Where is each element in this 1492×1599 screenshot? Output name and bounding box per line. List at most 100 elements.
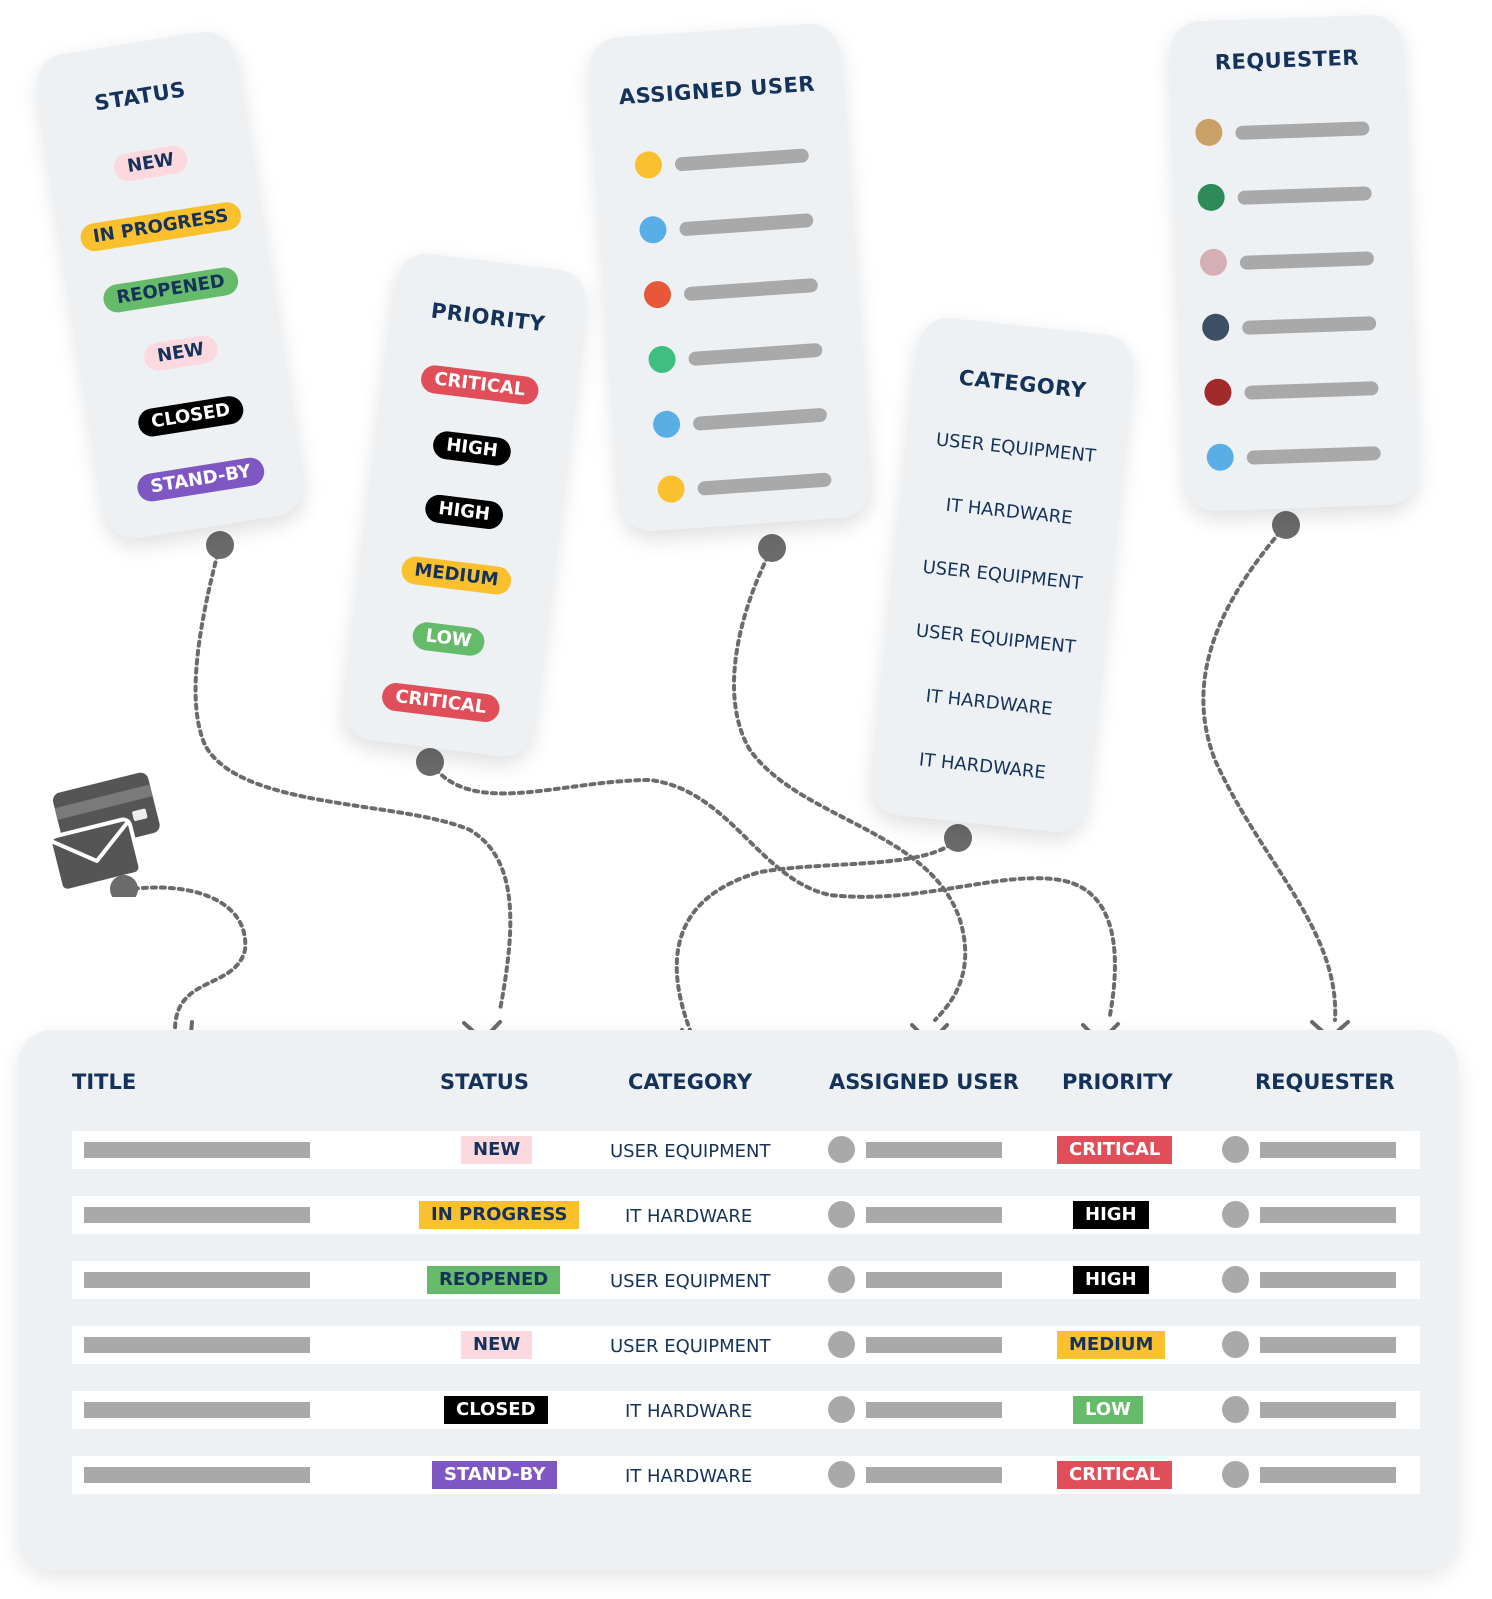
status-pill-new[interactable]: NEW <box>142 333 220 373</box>
status-pill-in-progress[interactable]: IN PROGRESS <box>78 200 244 254</box>
status-pill-reopened[interactable]: REOPENED <box>101 265 240 315</box>
assigned-user-avatar <box>828 1266 855 1293</box>
requester-item[interactable] <box>1206 437 1387 473</box>
requester-placeholder <box>1260 1207 1396 1223</box>
connector-requester <box>1201 523 1338 1022</box>
status-tag: CLOSED <box>444 1396 548 1424</box>
category-item[interactable]: USER EQUIPMENT <box>921 556 1084 595</box>
user-name-placeholder <box>683 277 819 302</box>
requester-item[interactable] <box>1204 372 1385 408</box>
priority-pill-critical[interactable]: CRITICAL <box>380 681 501 724</box>
assigned-user-item[interactable] <box>638 204 816 246</box>
category-item[interactable]: USER EQUIPMENT <box>934 429 1097 468</box>
title-placeholder <box>84 1207 310 1223</box>
assigned-user-item[interactable] <box>643 269 820 311</box>
assigned-user-placeholder <box>866 1467 1002 1483</box>
requester-avatar <box>1222 1461 1249 1488</box>
requester-placeholder <box>1260 1272 1396 1288</box>
connector-dot-category <box>944 824 972 852</box>
priority-card-item: CRITICAL <box>345 677 537 728</box>
requester-item[interactable] <box>1197 177 1378 213</box>
status-tag: NEW <box>461 1136 533 1164</box>
title-placeholder <box>84 1337 310 1353</box>
table-row[interactable]: CLOSED IT HARDWARE LOW <box>72 1391 1420 1429</box>
connector-status <box>193 543 513 1012</box>
requester-avatar <box>1222 1396 1249 1423</box>
assigned-user-avatar <box>828 1201 855 1228</box>
category-cell: IT HARDWARE <box>625 1401 753 1422</box>
user-avatar-dot <box>656 474 686 504</box>
table-row[interactable]: NEW USER EQUIPMENT MEDIUM <box>72 1326 1420 1364</box>
category-cell: USER EQUIPMENT <box>610 1271 771 1292</box>
connector-category <box>674 836 960 1032</box>
category-item[interactable]: IT HARDWARE <box>924 685 1054 720</box>
email-and-card-icon <box>48 772 160 897</box>
column-header-title[interactable]: TITLE <box>72 1070 137 1094</box>
assigned-user-card-title: ASSIGNED USER <box>618 71 816 110</box>
requester-name-placeholder <box>1241 316 1377 335</box>
requester-item[interactable] <box>1199 242 1380 278</box>
requester-avatar-dot <box>1206 443 1235 472</box>
title-placeholder <box>84 1467 310 1483</box>
user-avatar-dot <box>638 215 668 245</box>
requester-item[interactable] <box>1201 307 1383 343</box>
connector-email <box>123 885 248 1032</box>
user-avatar-dot <box>634 150 663 180</box>
priority-pill-medium[interactable]: MEDIUM <box>399 554 513 597</box>
assigned-user-avatar <box>828 1331 855 1358</box>
requester-placeholder <box>1260 1467 1396 1483</box>
column-header-assigned-user[interactable]: ASSIGNED USER <box>829 1070 1019 1094</box>
category-item[interactable]: IT HARDWARE <box>944 494 1074 529</box>
category-item[interactable]: USER EQUIPMENT <box>914 620 1077 658</box>
column-header-requester[interactable]: REQUESTER <box>1255 1070 1395 1094</box>
priority-card-item: MEDIUM <box>360 550 552 601</box>
priority-pill-low[interactable]: LOW <box>411 620 486 658</box>
priority-pill-high[interactable]: HIGH <box>423 493 505 531</box>
connector-dot-priority <box>416 748 444 776</box>
status-card-item: CLOSED <box>90 387 292 446</box>
table-row[interactable]: NEW USER EQUIPMENT CRITICAL <box>72 1131 1420 1169</box>
table-row[interactable]: STAND-BY IT HARDWARE CRITICAL <box>72 1456 1420 1494</box>
status-pill-closed[interactable]: CLOSED <box>136 394 246 439</box>
priority-pill-high[interactable]: HIGH <box>431 429 513 468</box>
status-pill-stand-by[interactable]: STAND-BY <box>135 455 266 504</box>
status-tag: IN PROGRESS <box>419 1201 580 1229</box>
category-item[interactable]: IT HARDWARE <box>918 749 1047 784</box>
assigned-user-item[interactable] <box>634 139 811 181</box>
assigned-user-item[interactable] <box>652 399 829 441</box>
priority-card-item: CRITICAL <box>384 359 576 410</box>
requester-item[interactable] <box>1194 112 1376 148</box>
assigned-user-avatar <box>828 1461 855 1488</box>
category-cell: USER EQUIPMENT <box>610 1336 771 1357</box>
requester-avatar-dot <box>1197 183 1226 212</box>
assigned-user-placeholder <box>866 1402 1002 1418</box>
title-placeholder <box>84 1402 310 1418</box>
assigned-user-placeholder <box>866 1142 1002 1158</box>
table-row[interactable]: IN PROGRESS IT HARDWARE HIGH <box>72 1196 1420 1234</box>
priority-card-item: HIGH <box>376 423 568 474</box>
title-placeholder <box>84 1272 310 1288</box>
status-tag: STAND-BY <box>432 1461 558 1489</box>
assigned-user-item[interactable] <box>647 334 825 376</box>
priority-pill-critical[interactable]: CRITICAL <box>419 363 540 406</box>
column-header-status[interactable]: STATUS <box>440 1070 529 1094</box>
assigned-user-item[interactable] <box>656 463 834 505</box>
status-pill-new[interactable]: NEW <box>112 143 190 184</box>
status-card-title: STATUS <box>92 77 188 116</box>
user-name-placeholder <box>688 342 823 367</box>
requester-avatar <box>1222 1266 1249 1293</box>
user-name-placeholder <box>692 407 828 431</box>
column-header-priority[interactable]: PRIORITY <box>1062 1070 1173 1094</box>
requester-name-placeholder <box>1235 121 1370 140</box>
column-header-category[interactable]: CATEGORY <box>628 1070 753 1094</box>
requester-placeholder <box>1260 1142 1396 1158</box>
priority-tag: HIGH <box>1073 1266 1149 1294</box>
priority-tag: LOW <box>1073 1396 1143 1424</box>
assigned-user-avatar <box>828 1136 855 1163</box>
user-avatar-dot <box>647 345 677 374</box>
assigned-user-placeholder <box>866 1337 1002 1353</box>
connector-dot-requester <box>1272 511 1300 539</box>
table-row[interactable]: REOPENED USER EQUIPMENT HIGH <box>72 1261 1420 1299</box>
